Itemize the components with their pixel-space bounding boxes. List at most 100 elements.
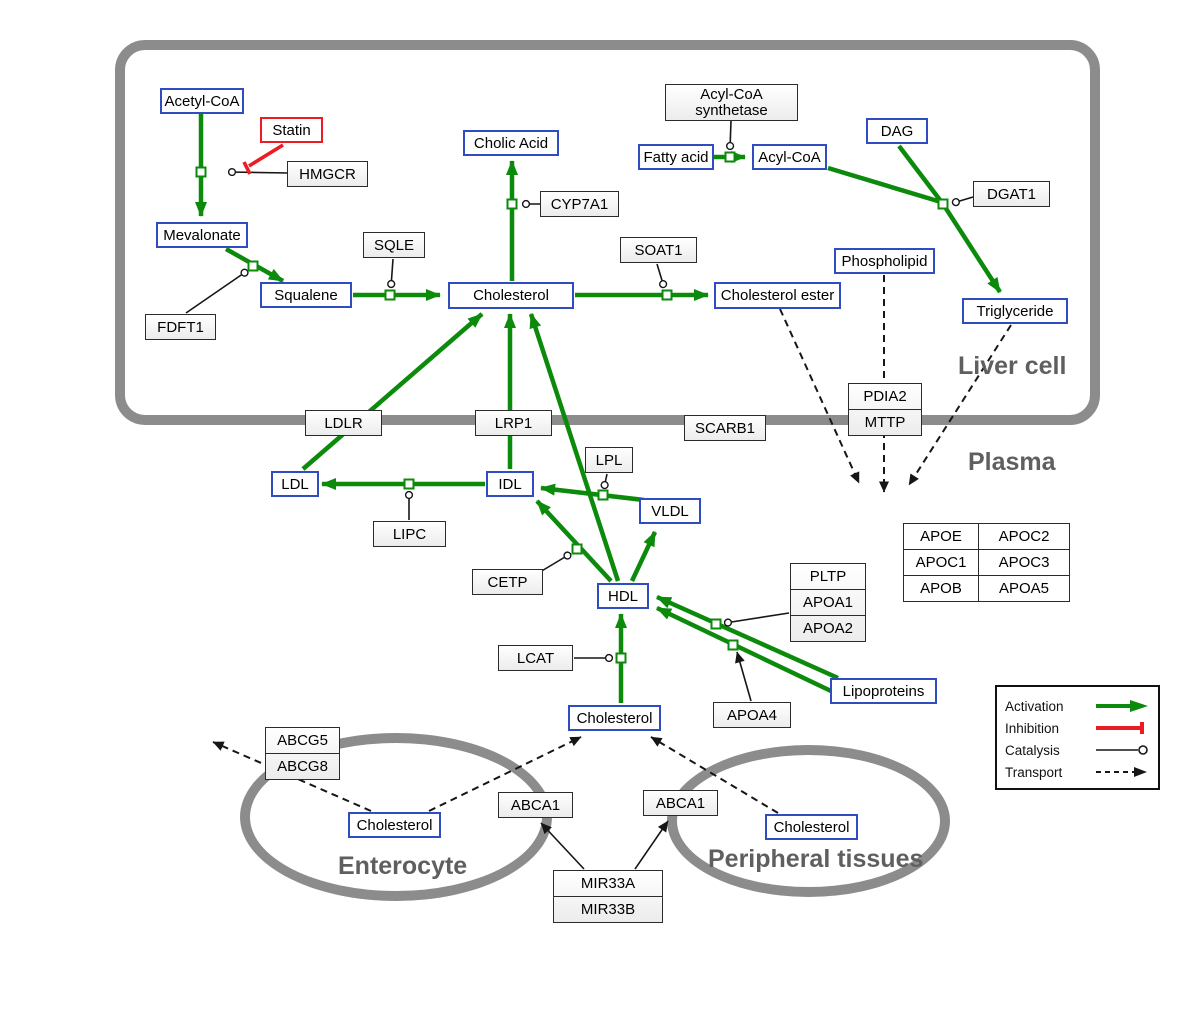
node-cholesterol-ester[interactable]: Cholesterol ester (714, 282, 841, 309)
node-hdl[interactable]: HDL (597, 583, 649, 609)
edge-acylcoa-to-dgat-node (827, 165, 942, 205)
node-phospholipid[interactable]: Phospholipid (834, 248, 935, 274)
catalysis-soat1 (656, 263, 668, 289)
node-idl[interactable]: IDL (486, 471, 534, 497)
node-acyl-coa-synthetase[interactable]: Acyl-CoA synthetase (665, 84, 798, 121)
node-soat1[interactable]: SOAT1 (620, 237, 697, 263)
legend-row-inhibition: Inhibition (1005, 717, 1150, 739)
liver-cell-label: Liver cell (958, 352, 1067, 380)
catalysis-lpl (600, 473, 609, 490)
catalysis-fdft1 (185, 268, 249, 314)
node-acetyl-coa[interactable]: Acetyl-CoA (160, 88, 244, 114)
catalysis-pltp-apoa-group (723, 612, 790, 627)
node-group-mir33[interactable]: MIR33A MIR33B (553, 870, 663, 923)
node-group-abcg5-abcg8[interactable]: ABCG5 ABCG8 (265, 727, 340, 780)
inhibition-statin-line (248, 143, 284, 168)
node-mir33b[interactable]: MIR33B (554, 896, 662, 922)
catalysis-sqle (387, 258, 396, 289)
node-pltp[interactable]: PLTP (809, 568, 847, 585)
node-lipc[interactable]: LIPC (373, 521, 446, 547)
node-cholesterol-plasma[interactable]: Cholesterol (568, 705, 661, 731)
node-group-apolipoproteins[interactable]: APOE APOC2 APOC1 APOC3 APOB APOA5 (903, 523, 1070, 602)
node-cholesterol-enterocyte[interactable]: Cholesterol (348, 812, 441, 838)
enterocyte-label: Enterocyte (338, 852, 468, 880)
activation-arrow-icon (1096, 700, 1148, 712)
catalysis-circle-icon (1096, 745, 1148, 755)
node-mir33a[interactable]: MIR33A (580, 875, 636, 892)
node-lcat[interactable]: LCAT (498, 645, 573, 671)
node-statin[interactable]: Statin (260, 117, 323, 143)
edge-hdl-to-idl (535, 499, 613, 583)
node-lipoproteins[interactable]: Lipoproteins (830, 678, 937, 704)
node-abca1-right[interactable]: ABCA1 (643, 790, 718, 816)
edge-enterocyte-cholesterol-to-plasma (428, 736, 582, 812)
node-apoc1[interactable]: APOC1 (903, 549, 979, 576)
node-apoa4[interactable]: APOA4 (713, 702, 791, 728)
node-apoa2[interactable]: APOA2 (791, 615, 865, 641)
legend: Activation Inhibition Catalysis Transpor… (995, 685, 1160, 790)
node-scarb1[interactable]: SCARB1 (684, 415, 766, 441)
node-ldl[interactable]: LDL (271, 471, 319, 497)
transport-dashed-arrow-icon (1096, 767, 1147, 777)
peripheral-tissues-compartment (667, 745, 950, 897)
node-dgat1[interactable]: DGAT1 (973, 181, 1050, 207)
reaction-node (571, 543, 583, 555)
reaction-node (384, 289, 396, 301)
node-acyl-coa[interactable]: Acyl-CoA (752, 144, 827, 170)
reaction-node (937, 198, 949, 210)
node-apob[interactable]: APOB (903, 575, 979, 602)
edge-triglyceride-transport (908, 324, 1012, 486)
edge-hdl-to-vldl (629, 531, 658, 582)
catalysis-cetp (539, 551, 572, 573)
node-group-pltp-apoa1-apoa2[interactable]: PLTP APOA1 APOA2 (790, 563, 866, 642)
node-dag[interactable]: DAG (866, 118, 928, 144)
node-apoc2[interactable]: APOC2 (978, 523, 1070, 550)
plasma-label: Plasma (968, 448, 1056, 476)
node-group-pdia2-mttp[interactable]: PDIA2 MTTP (848, 383, 922, 436)
edge-hdl-to-cholesterol (528, 313, 621, 582)
node-lrp1[interactable]: LRP1 (475, 410, 552, 436)
node-pdia2[interactable]: PDIA2 (863, 388, 907, 405)
reaction-node (615, 652, 627, 664)
legend-row-catalysis: Catalysis (1005, 739, 1150, 761)
node-cetp[interactable]: CETP (472, 569, 543, 595)
node-apoc3[interactable]: APOC3 (978, 549, 1070, 576)
node-squalene[interactable]: Squalene (260, 282, 352, 308)
inhibition-tbar-icon (1096, 722, 1144, 734)
node-abcg5[interactable]: ABCG5 (277, 732, 328, 749)
node-lpl[interactable]: LPL (585, 447, 633, 473)
node-apoa1[interactable]: APOA1 (791, 589, 865, 615)
reaction-node (195, 166, 207, 178)
legend-transport-label: Transport (1005, 764, 1063, 780)
node-cholic-acid[interactable]: Cholic Acid (463, 130, 559, 156)
node-ldlr[interactable]: LDLR (305, 410, 382, 436)
node-abca1-left[interactable]: ABCA1 (498, 792, 573, 818)
reaction-node (710, 618, 722, 630)
edge-lipoproteins-to-hdl-upper (656, 594, 839, 681)
node-fatty-acid[interactable]: Fatty acid (638, 144, 714, 170)
node-cyp7a1[interactable]: CYP7A1 (540, 191, 619, 217)
node-mttp[interactable]: MTTP (849, 409, 921, 435)
node-vldl[interactable]: VLDL (639, 498, 701, 524)
node-cholesterol-liver[interactable]: Cholesterol (448, 282, 574, 309)
reaction-nodes (195, 151, 949, 664)
node-apoe[interactable]: APOE (903, 523, 979, 550)
liver-cell-compartment (115, 40, 1100, 425)
legend-row-transport: Transport (1005, 761, 1150, 783)
node-sqle[interactable]: SQLE (363, 232, 425, 258)
node-triglyceride[interactable]: Triglyceride (962, 298, 1068, 324)
legend-activation-label: Activation (1005, 698, 1064, 714)
node-apoa5[interactable]: APOA5 (978, 575, 1070, 602)
node-cholesterol-peripheral[interactable]: Cholesterol (765, 814, 858, 840)
edge-dgat-node-to-triglyceride (943, 205, 1002, 294)
node-abcg8[interactable]: ABCG8 (266, 753, 339, 779)
node-fdft1[interactable]: FDFT1 (145, 314, 216, 340)
node-mevalonate[interactable]: Mevalonate (156, 222, 248, 248)
node-hmgcr[interactable]: HMGCR (287, 161, 368, 187)
catalysis-acyl-coa-synthetase (726, 120, 735, 151)
edge-cholesterol-ester-transport (779, 308, 860, 484)
catalysis-dgat1 (951, 196, 974, 207)
reaction-node (403, 478, 415, 490)
